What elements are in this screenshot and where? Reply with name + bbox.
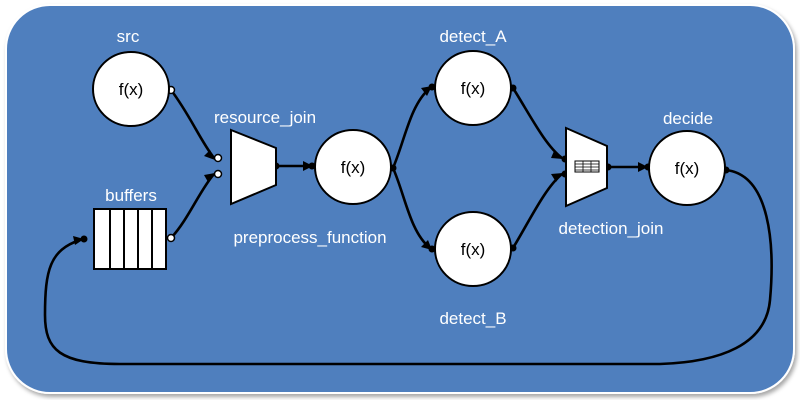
input-port <box>213 153 223 163</box>
node-decide: f(x) decide <box>648 109 726 206</box>
node-label-decide: decide <box>663 109 713 128</box>
node-src: f(x) src <box>92 27 170 127</box>
node-label-buffers: buffers <box>105 186 157 205</box>
function-symbol: f(x) <box>341 158 366 177</box>
join-trapezoid-icon <box>230 128 277 206</box>
arrow-head-icon <box>204 150 215 160</box>
edge-preprocess-to-detect-a <box>391 87 431 169</box>
arrow-head-icon <box>638 162 648 172</box>
function-circle <box>434 211 512 287</box>
function-circle <box>648 130 726 206</box>
input-port <box>308 162 316 170</box>
node-label-detect-b: detect_B <box>439 309 506 328</box>
node-label-preprocess: preprocess_function <box>233 228 386 247</box>
diagram-panel <box>5 4 795 394</box>
node-label-detect-a: detect_A <box>439 27 507 46</box>
node-detect-b: f(x) detect_B <box>434 211 512 328</box>
input-port <box>428 245 436 253</box>
queue-buffer-icon <box>93 208 167 270</box>
function-symbol: f(x) <box>461 240 486 259</box>
input-port <box>80 235 88 243</box>
node-buffers: buffers <box>93 186 167 270</box>
arrowheads <box>73 86 648 250</box>
edge-preprocess-to-detect-b <box>391 167 431 250</box>
input-port <box>213 169 223 179</box>
function-symbol: f(x) <box>675 159 700 178</box>
node-detect-a: f(x) detect_A <box>434 27 512 126</box>
function-circle <box>434 50 512 126</box>
arrow-head-icon <box>303 161 313 171</box>
node-label-resource-join: resource_join <box>214 108 316 127</box>
arrow-head-icon <box>551 173 563 182</box>
edge-decide-to-buffers <box>43 168 773 366</box>
function-symbol: f(x) <box>461 79 486 98</box>
arrow-head-icon <box>204 173 215 182</box>
function-circle <box>92 51 170 127</box>
node-label-detection-join: detection_join <box>559 219 664 238</box>
arrow-head-icon <box>551 151 563 159</box>
node-label-src: src <box>117 27 140 46</box>
table-icon <box>574 160 600 173</box>
node-detection-join: detection_join <box>559 126 664 238</box>
input-port <box>428 83 436 91</box>
function-circle <box>314 129 392 205</box>
edge-detect-a-to-detection-join <box>511 87 563 160</box>
node-preprocess: f(x) preprocess_function <box>233 129 392 247</box>
output-port <box>166 233 176 243</box>
node-resource-join: resource_join <box>214 108 316 206</box>
function-symbol: f(x) <box>119 80 144 99</box>
